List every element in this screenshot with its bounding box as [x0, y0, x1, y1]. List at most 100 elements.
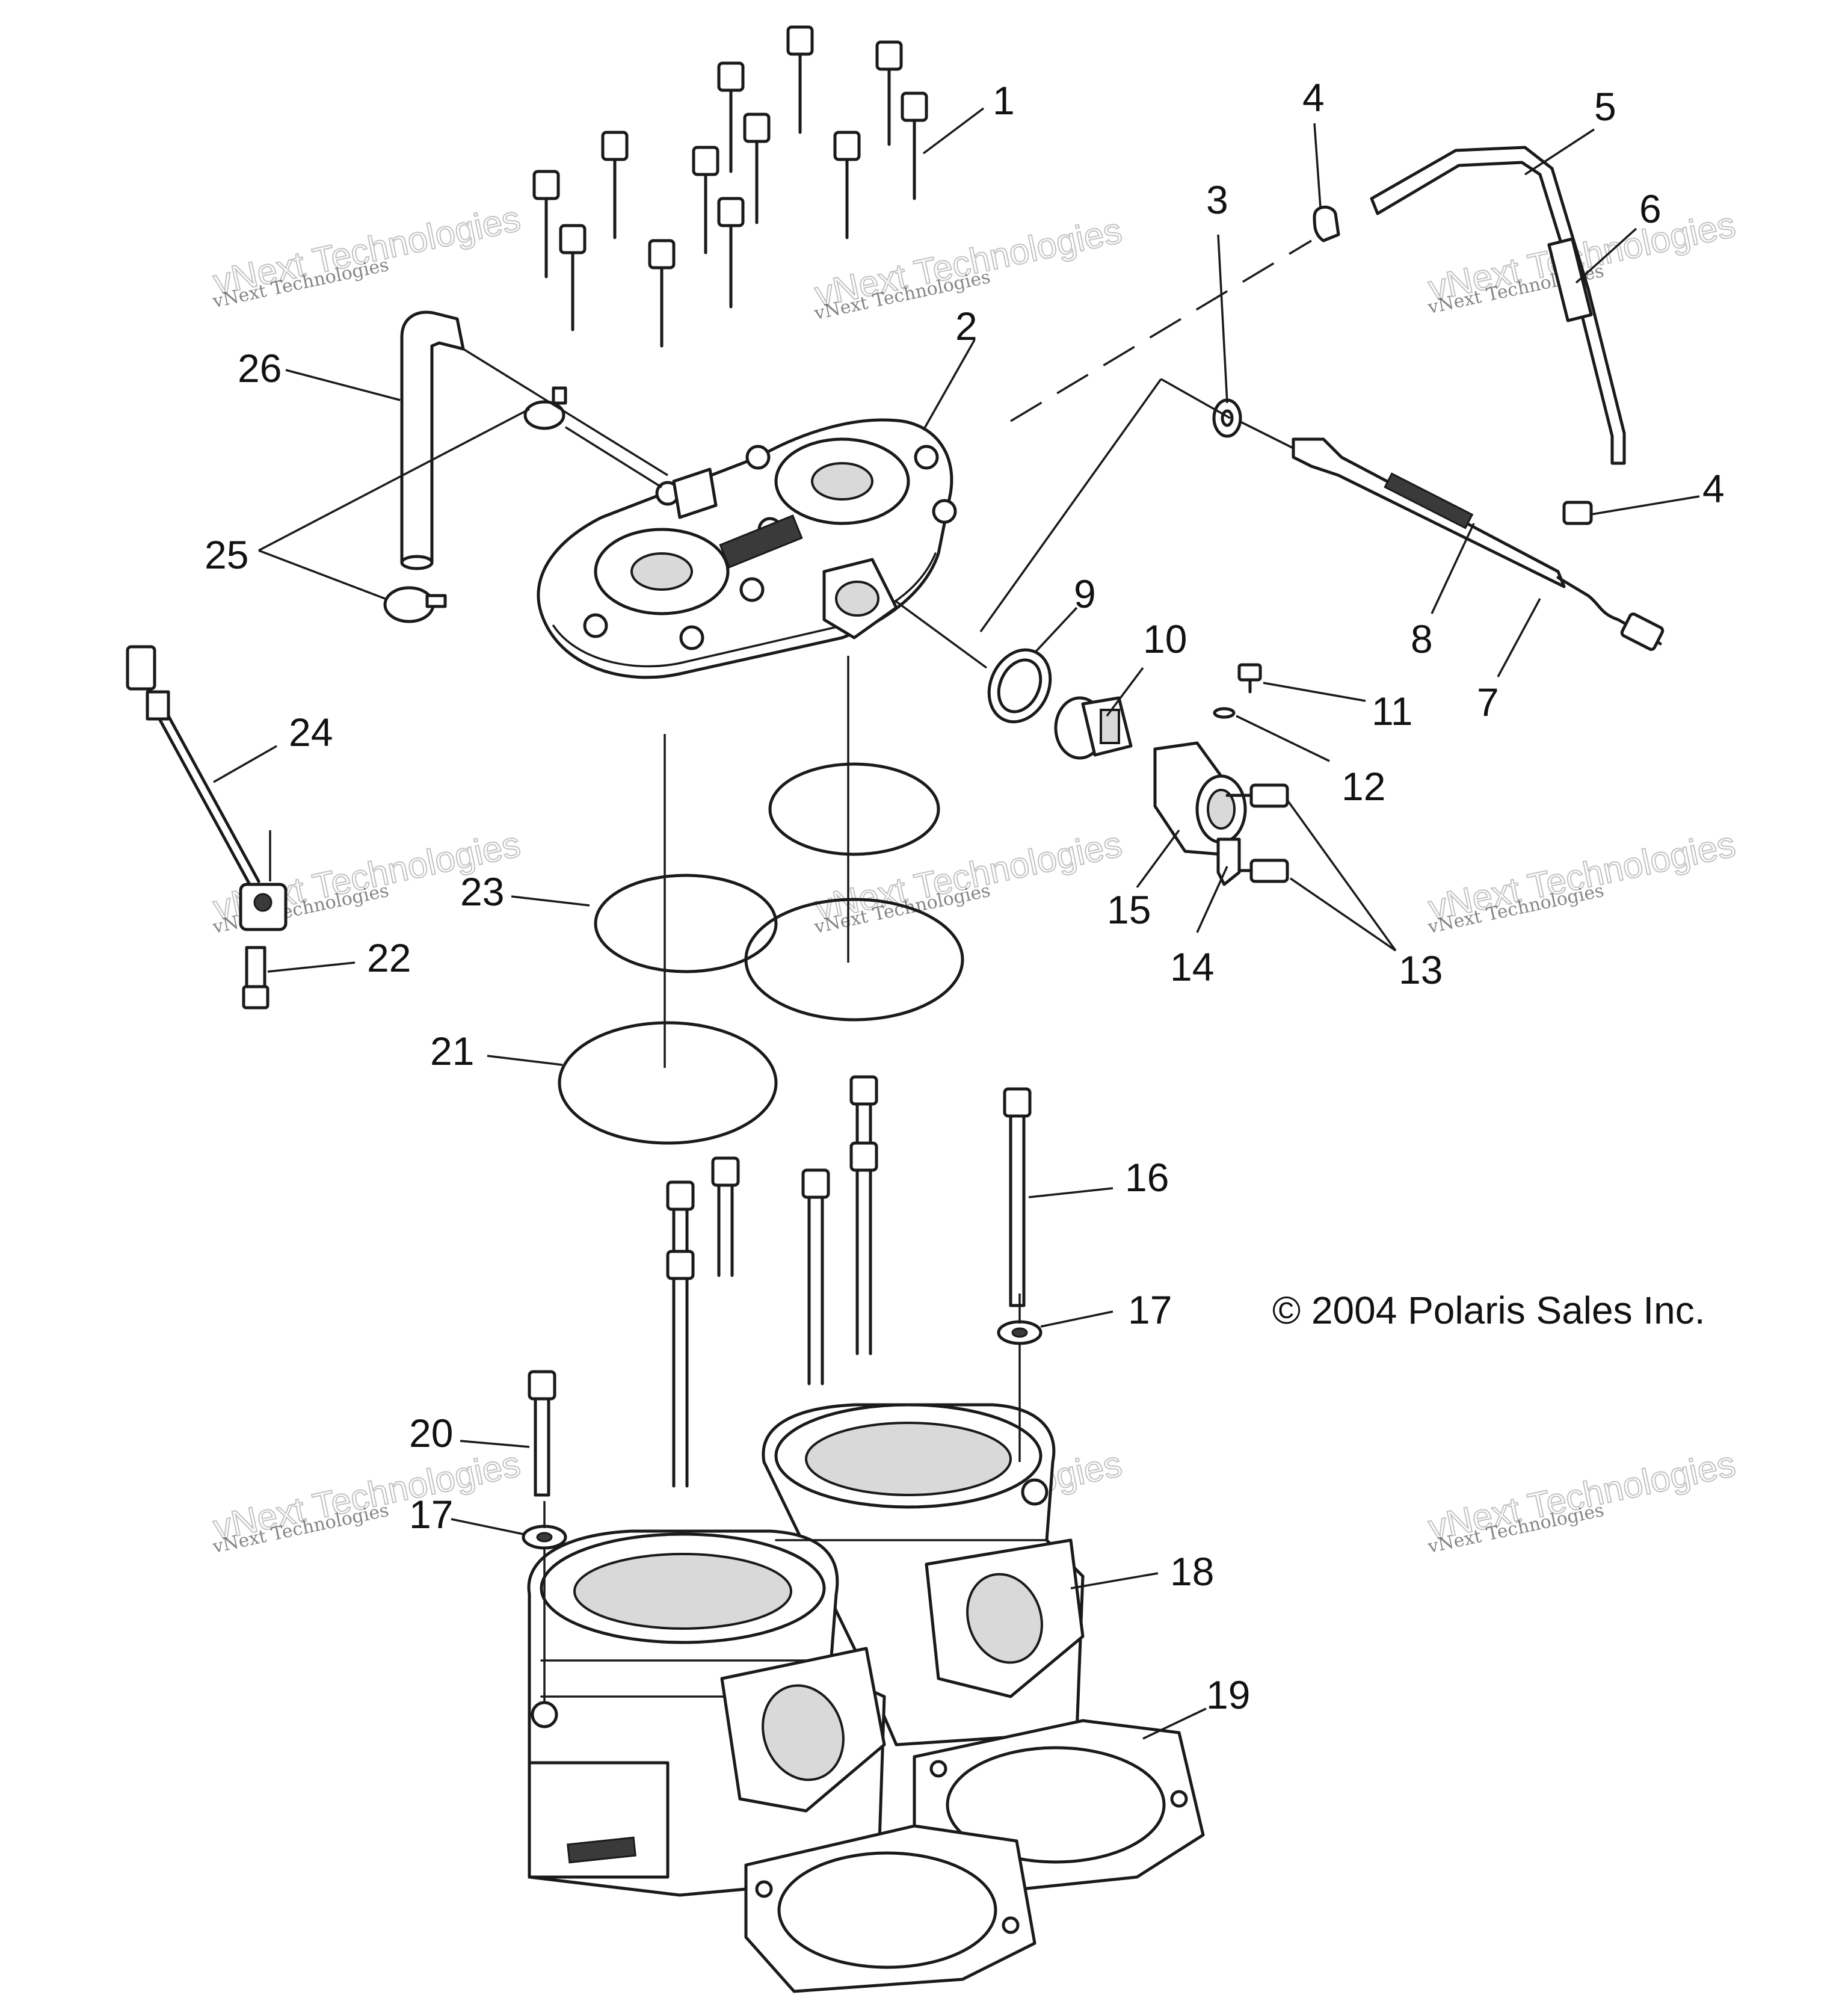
- thermostat-housing: [1153, 741, 1247, 856]
- leader-25a: [258, 408, 530, 552]
- cylinder-washer-right: [997, 1320, 1043, 1345]
- thermostat-gasket: [987, 648, 1052, 724]
- callout-21: 21: [430, 1029, 474, 1073]
- cylinder-head: [537, 418, 957, 679]
- cylinder-bolt: [849, 1141, 878, 1355]
- cylinder-bolt: [666, 1250, 695, 1488]
- leader-26: [285, 369, 401, 401]
- cylinder-bolt-long: [1003, 1087, 1032, 1307]
- cylinder-block: [527, 1403, 1085, 1897]
- head-bolt: [901, 91, 928, 200]
- cylinder-bolt: [711, 1156, 740, 1277]
- head-bolt: [717, 197, 745, 309]
- cylinder-washer-left: [522, 1525, 567, 1550]
- watermark: vNext Technologies vNext Technologies: [811, 823, 1126, 938]
- housing-bolt-upper: [1225, 783, 1289, 808]
- leader-17b: [451, 1518, 524, 1535]
- callout-12: 12: [1341, 764, 1385, 809]
- temperature-probe-cable: [1292, 437, 1665, 651]
- head-bolt: [692, 146, 719, 254]
- callout-25: 25: [205, 532, 248, 577]
- copyright-notice: © 2004 Polaris Sales Inc.: [1272, 1289, 1705, 1332]
- leader-13b: [1290, 877, 1396, 952]
- thermostat: [1054, 696, 1133, 760]
- fitting-washer: [1212, 398, 1242, 438]
- watermark: vNext Technologies vNext Technologies: [1424, 823, 1740, 938]
- o-ring-lower-right: [744, 898, 964, 1022]
- leader-4b: [1591, 495, 1700, 516]
- leader-12: [1236, 715, 1330, 762]
- leader-11: [1263, 682, 1366, 702]
- leader-16: [1028, 1187, 1113, 1198]
- leader-18: [1070, 1572, 1159, 1589]
- cylinder-bolt-short: [528, 1370, 556, 1497]
- leader-9: [1033, 606, 1078, 654]
- callout-7: 7: [1477, 680, 1499, 724]
- callout-5: 5: [1594, 84, 1616, 129]
- callout-6: 6: [1639, 187, 1662, 231]
- callout-4-lower: 4: [1702, 466, 1725, 511]
- callout-labels: 1 2 3 4 4 5 6 7 8 9 10 11 12 13 14 15 16…: [205, 75, 1725, 1717]
- leader-22: [267, 961, 356, 973]
- cylinder-bolt: [666, 1180, 695, 1259]
- callout-24: 24: [289, 710, 333, 754]
- watermark: vNext Technologies vNext Technologies: [209, 1443, 525, 1558]
- callout-14: 14: [1170, 945, 1214, 989]
- leader-6: [1575, 227, 1637, 284]
- cylinder-bolt: [801, 1168, 830, 1386]
- hose-clamp-upper: [523, 386, 567, 430]
- leader-24: [213, 745, 277, 783]
- leader-20: [460, 1440, 530, 1448]
- head-bolt: [743, 113, 771, 224]
- leader-13a: [1286, 799, 1397, 952]
- leader-14: [1196, 866, 1228, 933]
- callout-19: 19: [1206, 1673, 1250, 1717]
- callout-1: 1: [993, 78, 1015, 123]
- callout-23: 23: [460, 869, 504, 914]
- leader-25b: [258, 549, 386, 600]
- leader-1: [922, 107, 985, 155]
- head-bolt: [601, 131, 629, 239]
- head-bolt: [833, 131, 861, 239]
- callout-18: 18: [1170, 1549, 1214, 1594]
- callout-17-right: 17: [1128, 1287, 1172, 1332]
- callout-8: 8: [1411, 617, 1433, 661]
- callout-20: 20: [409, 1411, 453, 1455]
- o-ring-upper-right: [768, 762, 940, 856]
- o-ring-lower-left: [558, 1021, 778, 1145]
- base-gaskets: [744, 1719, 1205, 1993]
- leader-4a: [1313, 123, 1322, 208]
- callout-4-upper: 4: [1302, 75, 1325, 120]
- callout-22: 22: [367, 936, 411, 980]
- head-bolt: [875, 40, 903, 146]
- watermark: vNext Technologies vNext Technologies: [209, 197, 525, 312]
- tube-clamp-lower: [1562, 501, 1593, 525]
- leader-21: [487, 1055, 563, 1066]
- bypass-tube: [1370, 146, 1626, 465]
- callout-2: 2: [955, 304, 978, 348]
- callout-13: 13: [1399, 948, 1443, 992]
- o-ring-upper-left: [594, 874, 778, 973]
- callout-15: 15: [1107, 887, 1151, 932]
- leader-3: [1217, 234, 1228, 404]
- watermark: vNext Technologies vNext Technologies: [1424, 1443, 1740, 1558]
- cylinder-bolts-center: [666, 1075, 878, 1488]
- sensor-bolt: [242, 946, 270, 1010]
- leader-2: [922, 339, 976, 431]
- callout-26: 26: [238, 346, 282, 390]
- leader-23: [511, 895, 590, 907]
- head-bolt: [717, 61, 745, 173]
- watermarks: vNext Technologies vNext Technologies vN…: [209, 197, 1740, 1558]
- leader-17a: [1040, 1310, 1113, 1328]
- callout-17-left: 17: [409, 1492, 453, 1537]
- callout-3: 3: [1206, 177, 1228, 222]
- bleed-screw-o-ring: [1213, 707, 1236, 719]
- leader-19: [1142, 1707, 1207, 1740]
- hose-clamp-lower: [383, 586, 447, 623]
- head-bolt: [648, 239, 676, 348]
- leader-15: [1136, 829, 1180, 889]
- leader-8: [1431, 523, 1475, 614]
- leader-5: [1524, 128, 1595, 176]
- head-bolt: [532, 170, 560, 279]
- leader-lines: [213, 107, 1700, 1740]
